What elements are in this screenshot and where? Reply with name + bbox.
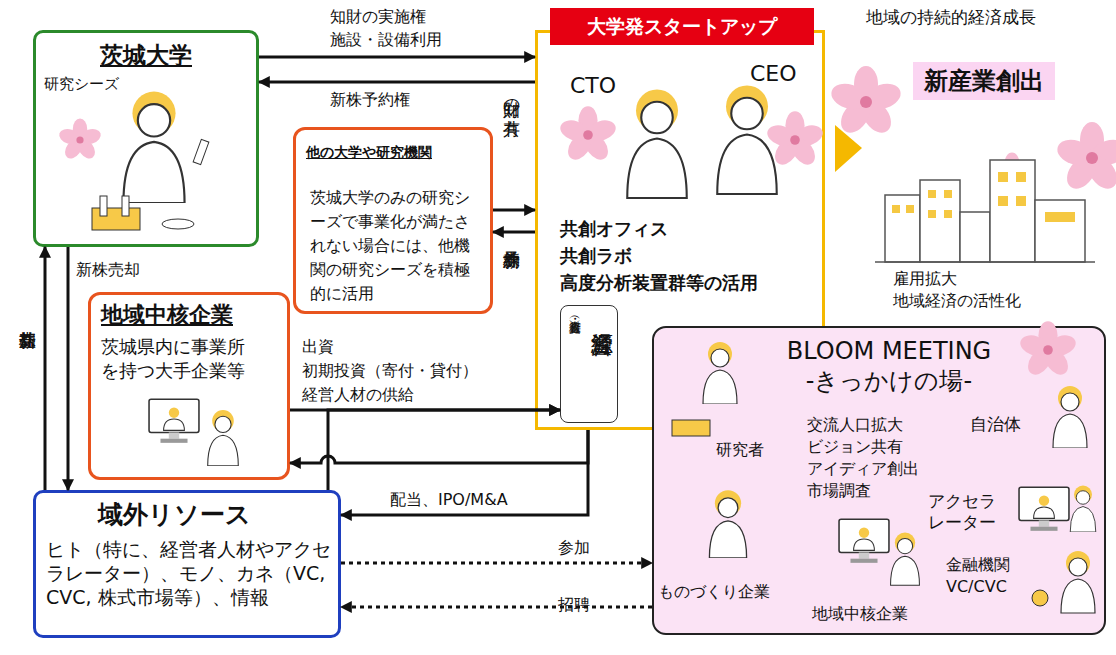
node-text: アクセラレーター — [928, 491, 998, 534]
building-windows-part — [944, 210, 952, 218]
building-windows-part — [906, 205, 914, 213]
node-text: CEO — [750, 60, 797, 88]
city-illustration-part — [920, 180, 960, 262]
edge-label: 新株予約権 — [330, 88, 410, 111]
flow-arrow — [493, 231, 535, 234]
building-windows-part — [998, 196, 1008, 206]
node-heading: 他の大学や研究機関 — [306, 144, 432, 162]
node-text: 研究シーズ — [44, 75, 119, 94]
flow-arrow — [259, 81, 535, 84]
node-text: 金融機関 VC/CVC — [946, 554, 1010, 598]
building-windows-part — [1016, 196, 1026, 206]
building-windows-part — [944, 190, 952, 198]
building-windows-part — [1045, 212, 1075, 222]
flow-arrow — [328, 410, 560, 490]
node-heading: BLOOM MEETING -きっかけの場- — [754, 336, 1024, 396]
building-windows — [892, 172, 1075, 222]
sakura-flower — [1054, 122, 1116, 194]
flow-chevron — [835, 125, 862, 172]
external-box: 域外リソースヒト（特に、経営者人材やアクセラレーター）、モノ、カネ（VC, CV… — [33, 490, 341, 638]
edge-label: 参加 — [558, 536, 590, 559]
node-text: ヒト（特に、経営者人材やアクセラレーター）、モノ、カネ（VC, CVC, 株式市… — [46, 537, 331, 609]
sakura-flower — [987, 153, 1036, 200]
node-text: 自治体 — [970, 414, 1021, 435]
node-text: CTO — [570, 72, 616, 100]
node-text: 共創オフィス 共創ラボ 高度分析装置群等の活用 — [560, 215, 758, 296]
outcome-box: 新産業創出 — [913, 62, 1055, 100]
university-box: 茨城大学研究シーズ — [33, 30, 259, 247]
flow-arrow — [44, 247, 47, 490]
partner-box: 他の大学や研究機関茨城大学のみの研究シーズで事業化が満たされない場合には、他機関… — [293, 127, 493, 314]
city-illustration-part — [1035, 200, 1085, 262]
sakura-flower — [828, 66, 904, 138]
node-text: ものづくり企業 — [658, 582, 770, 602]
city-illustration-part — [875, 261, 1095, 263]
edge-label: 招聘 — [558, 593, 590, 616]
building-windows-part — [928, 210, 936, 218]
node-text: 茨城県内に事業所を持つ大手企業等 — [101, 335, 261, 383]
free-label: 地域の持続的経済成長 — [866, 6, 1036, 29]
dotted-arrow — [341, 562, 652, 565]
node-text: 茨城大学のみの研究シーズで事業化が満たされない場合には、他機関の研究シーズを積極… — [310, 186, 474, 306]
flow-arrow — [341, 430, 588, 515]
node-heading: 地域中核企業 — [101, 301, 233, 329]
node-text: 地域中核企業 — [812, 604, 908, 624]
node-text: 交流人口拡大 ビジョン共有 アイディア創出 市場調査 — [807, 414, 919, 502]
building-windows-part — [998, 172, 1008, 182]
node-heading: 新産業創出 — [913, 66, 1055, 96]
free-label: 雇用拡大 地域経済の活性化 — [893, 268, 1021, 312]
city-illustration — [875, 160, 1095, 262]
city-illustration-part — [885, 195, 920, 262]
company-box: 地域中核企業茨城県内に事業所を持つ大手企業等 — [88, 292, 290, 480]
node-text: 研究者 — [716, 440, 764, 460]
building-windows-part — [892, 205, 900, 213]
resource-box: 経営資源（資金・人材等） — [560, 305, 618, 423]
flow-arrow — [290, 430, 588, 463]
edge-label: 知財の共有 — [500, 88, 523, 107]
flow-arrow — [67, 247, 70, 490]
edge-label: 配当、IPO/M&A — [390, 488, 508, 511]
edge-label: 新株売却 — [76, 258, 140, 281]
node-heading: 大学発スタートアップ — [550, 8, 814, 45]
city-illustration-part — [990, 160, 1035, 262]
node-heading: 茨城大学 — [36, 41, 256, 70]
edge-label: 出資 初期投資（寄付・貸付） 経営人材の供給 — [302, 335, 478, 407]
city-illustration-part — [960, 212, 990, 262]
flow-arrow — [493, 209, 535, 212]
building-windows-part — [928, 190, 936, 198]
edge-label: 知財の実施権 施設・設備利用 — [330, 5, 442, 51]
flow-arrow — [259, 56, 535, 59]
node-heading: 域外リソース — [98, 499, 251, 530]
meeting-box: BLOOM MEETING -きっかけの場- 交流人口拡大 ビジョン共有 アイディ… — [652, 326, 1106, 635]
building-windows-part — [1016, 172, 1026, 182]
dotted-arrow — [341, 606, 652, 609]
